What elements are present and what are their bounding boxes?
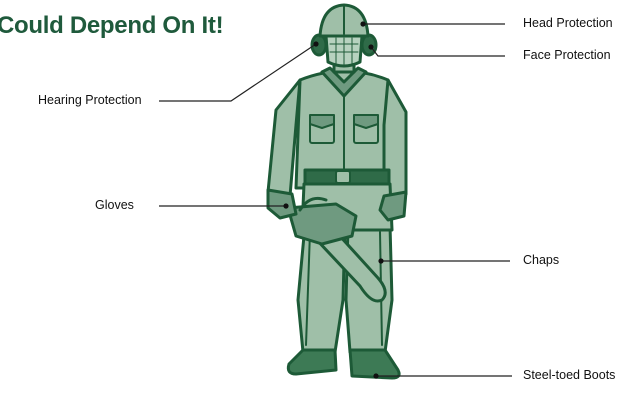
face-protection-label: Face Protection (523, 48, 611, 62)
worker-figure (268, 5, 406, 378)
belt-buckle (336, 171, 350, 183)
face-leader-line (371, 47, 505, 56)
right-earmuff (362, 35, 376, 55)
right-glove (380, 192, 406, 220)
hearing-dot (313, 41, 318, 46)
left-glove (268, 190, 296, 218)
face-dot (368, 44, 373, 49)
right-boot (350, 350, 399, 378)
chainsaw-body (288, 204, 356, 244)
left-boot (288, 350, 336, 374)
head-dot (360, 21, 365, 26)
boots-dot (373, 373, 378, 378)
head-protection-label: Head Protection (523, 16, 613, 30)
chaps-dot (378, 258, 383, 263)
right-pocket-flap (354, 115, 378, 128)
left-pocket-flap (310, 115, 334, 128)
gloves-label: Gloves (95, 198, 134, 212)
hearing-protection-label: Hearing Protection (38, 93, 142, 107)
gloves-dot (283, 203, 288, 208)
chaps-label: Chaps (523, 253, 559, 267)
steel-toed-boots-label: Steel-toed Boots (523, 368, 615, 382)
